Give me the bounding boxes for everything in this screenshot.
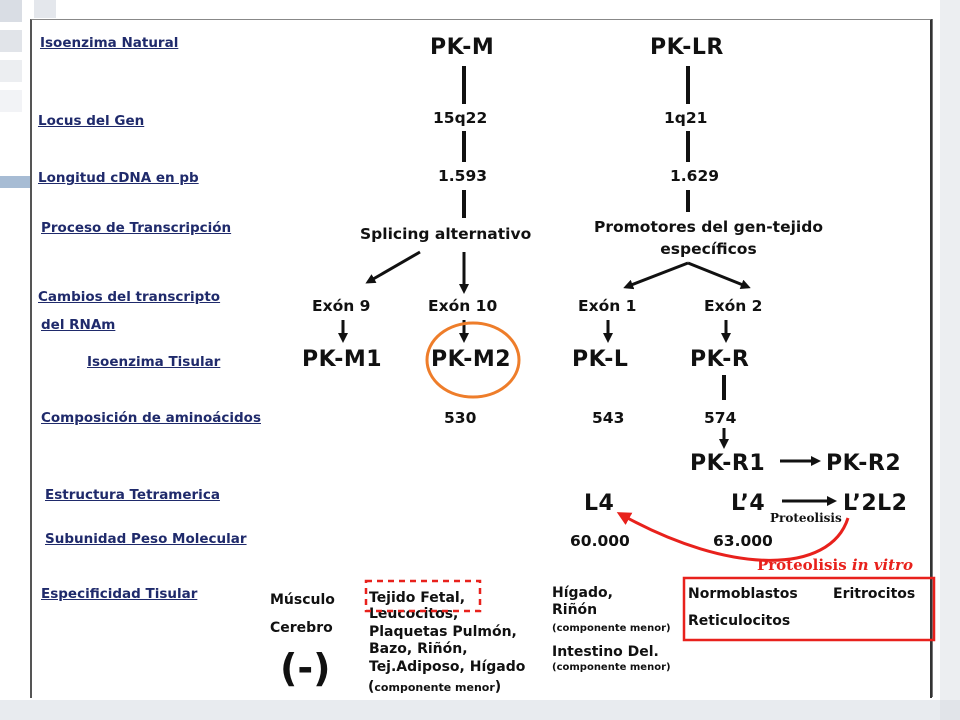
pkm2-aminoacids: 530 — [444, 409, 477, 427]
label-del-rnam: del RNAm — [41, 317, 116, 333]
pkr2-label: PK-R2 — [826, 451, 902, 476]
in-vitro-text: in vitro — [851, 556, 913, 574]
tissue-pkm1: Músculo Cerebro — [270, 592, 335, 636]
diagram-frame — [30, 19, 932, 698]
bg-square — [0, 30, 22, 52]
pkr1-label: PK-R1 — [690, 451, 766, 476]
tetramer-l-prime-2l2: L’2L2 — [843, 491, 908, 516]
minor-component-text: componente menor — [374, 681, 495, 694]
label-isoenzima-tisular: Isoenzima Tisular — [87, 354, 221, 370]
pkl-molecular-weight: 60.000 — [570, 532, 630, 550]
pkl-isoenzyme: PK-L — [572, 347, 629, 372]
pklr-exon-2: Exón 2 — [704, 297, 763, 315]
tissue-pkm2-fetal: Tejido Fetal, — [369, 590, 466, 606]
tissue-pkm2-minor: (componente menor) — [368, 679, 501, 695]
pklr-exon-1: Exón 1 — [578, 297, 637, 315]
pkm-exon-9: Exón 9 — [312, 297, 371, 315]
pklr-process: Promotores del gen-tejido específicos — [594, 218, 823, 258]
proteolisis-label: Proteolisis — [770, 511, 842, 525]
pkr-aminoacids: 574 — [704, 409, 737, 427]
fetal-tissue-dashed-box — [364, 579, 482, 613]
label-isoenzima-natural: Isoenzima Natural — [40, 35, 179, 51]
tissue-pkl-minor-1: (componente menor) — [552, 623, 671, 634]
accent-bar — [0, 176, 30, 188]
pkm2-isoenzyme: PK-M2 — [431, 347, 512, 372]
pklr-cdna: 1.629 — [670, 167, 720, 185]
pkm-locus: 15q22 — [433, 109, 488, 127]
erythroid-tissue-box — [682, 576, 936, 642]
label-composicion-aminoacidos: Composición de aminoácidos — [41, 410, 261, 426]
proteolisis-in-vitro-arrow — [616, 512, 850, 562]
tissue-pkr-normoblastos: Normoblastos — [688, 586, 798, 602]
bg-square — [0, 90, 22, 112]
pkm2-highlight-circle — [425, 321, 521, 399]
tetramer-l-prime-4: L’4 — [731, 491, 766, 516]
tissue-pkl-intestine: Intestino Del. — [552, 644, 659, 660]
minus-sign: (-) — [280, 646, 331, 690]
arrow-to-exon9 — [365, 250, 421, 284]
paren-close: ) — [494, 679, 502, 695]
frame-border-line — [932, 19, 933, 697]
arrow-to-exon2 — [687, 261, 751, 290]
pklr-title: PK-LR — [650, 35, 724, 60]
pkm-cdna: 1.593 — [438, 167, 488, 185]
tissue-pkr-reticulocitos: Reticulocitos — [688, 613, 791, 629]
label-especificidad-tisular: Especificidad Tisular — [41, 586, 198, 602]
bg-square — [0, 60, 22, 82]
pkm-exon-10: Exón 10 — [428, 297, 498, 315]
label-locus-gen: Locus del Gen — [38, 113, 145, 129]
bg-square — [0, 700, 960, 720]
label-longitud-cdna: Longitud cDNA en pb — [38, 170, 199, 186]
bg-square — [940, 0, 960, 720]
label-subunidad-peso: Subunidad Peso Molecular — [45, 531, 247, 547]
pklr-locus: 1q21 — [664, 109, 708, 127]
pkl-aminoacids: 543 — [592, 409, 625, 427]
arrow-to-exon1 — [623, 261, 689, 290]
tetramer-l4: L4 — [584, 491, 615, 516]
pkr-isoenzyme: PK-R — [690, 347, 750, 372]
label-proceso-transcripcion: Proceso de Transcripción — [41, 220, 232, 236]
tissue-pkr-eritrocitos: Eritrocitos — [833, 586, 916, 602]
tissue-pkl-liver-kidney: Hígado, Riñón — [552, 585, 613, 618]
pkm-title: PK-M — [430, 35, 495, 60]
paren-open: ( — [368, 679, 375, 695]
bg-square — [34, 0, 56, 18]
label-cambios-transcripto: Cambios del transcripto — [38, 289, 221, 305]
pkm1-isoenzyme: PK-M1 — [302, 347, 383, 372]
pkr-molecular-weight: 63.000 — [713, 532, 773, 550]
label-estructura-tetramerica: Estructura Tetramerica — [45, 487, 220, 503]
pkm-process: Splicing alternativo — [360, 225, 532, 243]
tissue-pkl-minor-2: (componente menor) — [552, 662, 671, 673]
bg-square — [0, 0, 22, 22]
